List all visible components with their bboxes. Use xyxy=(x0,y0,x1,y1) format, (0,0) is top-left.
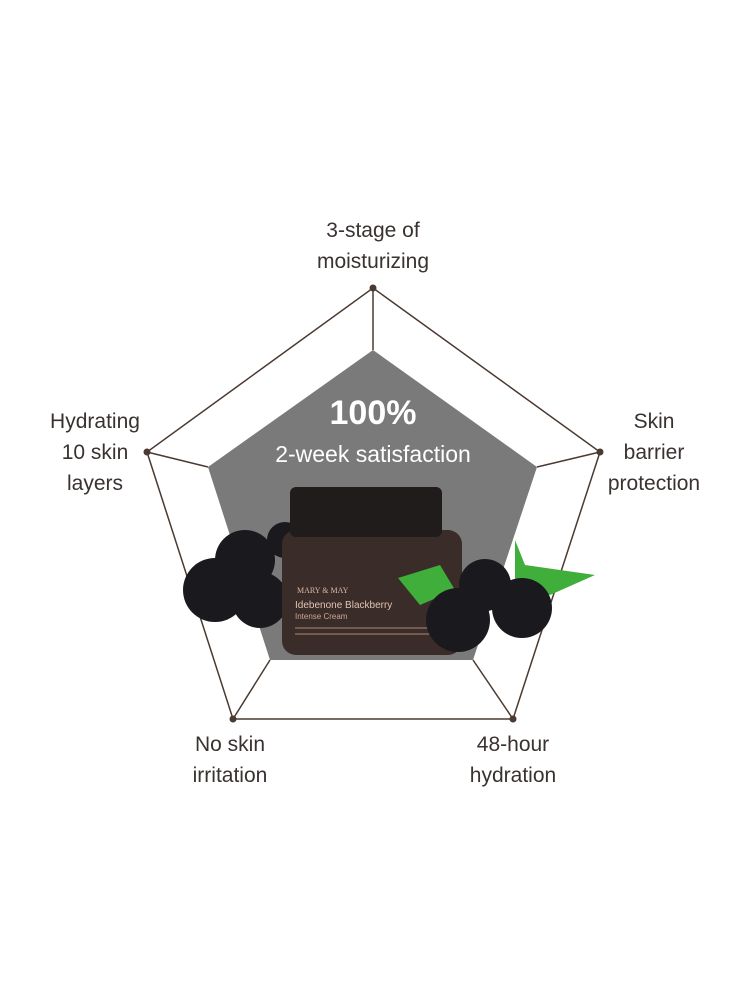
satisfaction-caption: 2-week satisfaction xyxy=(275,441,471,467)
blackberries-left xyxy=(183,522,303,628)
vertex-dot xyxy=(509,715,517,723)
outer-pentagon xyxy=(146,287,601,720)
label-line: No skin xyxy=(194,733,266,756)
label-line: moisturizing xyxy=(316,250,430,273)
axis-label-layers: Hydrating 10 skin layers xyxy=(0,406,195,499)
jar-lid xyxy=(290,487,442,537)
product-image: MARY & MAY Idebenone Blackberry Intense … xyxy=(183,487,595,655)
label-line: barrier xyxy=(623,441,685,464)
label-line: layers xyxy=(66,472,124,495)
vertex-dot xyxy=(369,284,377,292)
jar-name-1: Idebenone Blackberry xyxy=(295,600,392,611)
axis-label-moisturizing: 3-stage of moisturizing xyxy=(273,215,473,277)
label-line: 48-hour xyxy=(476,733,550,756)
label-line: 10 skin xyxy=(61,441,129,464)
spoke-left xyxy=(146,451,209,468)
label-line: Hydrating xyxy=(50,410,140,433)
vertex-dot xyxy=(596,448,604,456)
jar-name-2: Intense Cream xyxy=(295,612,348,621)
label-line: hydration xyxy=(469,764,557,787)
vertex-dot xyxy=(229,715,237,723)
spoke-bottom-left xyxy=(232,659,271,720)
label-line: irritation xyxy=(192,764,268,787)
spoke-bottom-right xyxy=(472,659,514,720)
label-line: 3-stage of xyxy=(326,219,420,242)
blackberries-right xyxy=(426,559,552,652)
vertex-dot xyxy=(143,448,151,456)
axis-label-irritation: No skin irritation xyxy=(130,729,330,791)
label-line: Skin xyxy=(633,410,675,433)
jar-brand: MARY & MAY xyxy=(297,586,349,595)
jar-body xyxy=(282,530,462,655)
axis-label-hydration: 48-hour hydration xyxy=(413,729,613,791)
axis-label-barrier: Skin barrier protection xyxy=(554,406,750,499)
satisfaction-percent: 100% xyxy=(329,394,417,432)
label-line: protection xyxy=(607,472,701,495)
spoke-right xyxy=(536,451,601,468)
